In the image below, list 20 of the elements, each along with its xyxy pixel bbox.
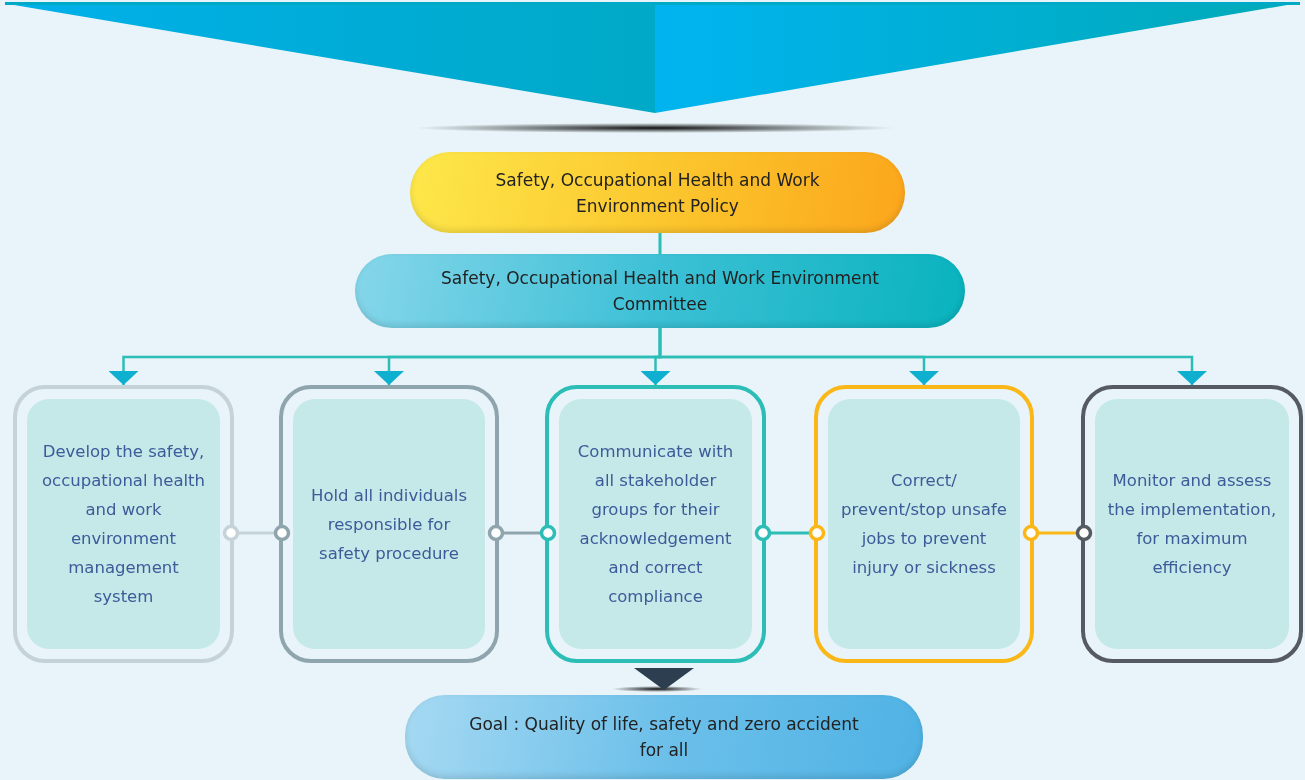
step-card xyxy=(1081,385,1303,663)
connector xyxy=(658,233,662,254)
step-text: Communicate with all stakeholder groups for their acknowledgement and correct compliance xyxy=(576,441,735,608)
step-card xyxy=(814,385,1034,663)
branch-arrow xyxy=(658,328,1207,385)
connector xyxy=(222,524,291,542)
step-card xyxy=(13,385,234,663)
arrow xyxy=(634,667,694,691)
step-card xyxy=(545,385,766,663)
step-text: Develop the safety, occupational health and work environment management system xyxy=(40,441,207,608)
step-text: Hold all individuals responsible for safety procedure xyxy=(310,484,468,565)
connector xyxy=(487,524,557,542)
pill-text: Safety, Occupational Health and Work Environment Committee xyxy=(440,267,880,316)
step-text: Correct/ prevent/stop unsafe jobs to prevent injury or sickness xyxy=(840,470,1008,579)
pill-text: Safety, Occupational Health and Work Environment Policy xyxy=(494,168,821,218)
connector xyxy=(754,524,826,542)
connector xyxy=(1022,524,1093,542)
step-text: Monitor and assess the implementation, for maximum efficiency xyxy=(1106,470,1278,579)
step-card xyxy=(279,385,499,663)
pill-text: Goal : Quality of life, safety and zero accident for all xyxy=(468,713,860,762)
